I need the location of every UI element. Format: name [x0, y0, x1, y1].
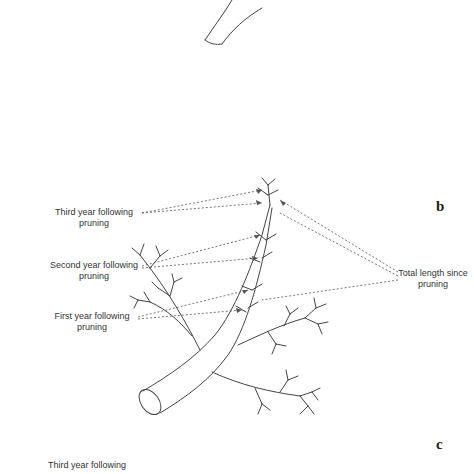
- year-label: Third year following: [48, 460, 168, 471]
- length-label: Total length since pruning: [398, 268, 468, 290]
- year-label: First year following pruning: [46, 311, 138, 333]
- year-label: Third year following pruning: [48, 207, 140, 229]
- panel-letter: c: [436, 436, 460, 452]
- panel-letter: b: [436, 198, 460, 214]
- year-label: Second year following pruning: [48, 260, 140, 282]
